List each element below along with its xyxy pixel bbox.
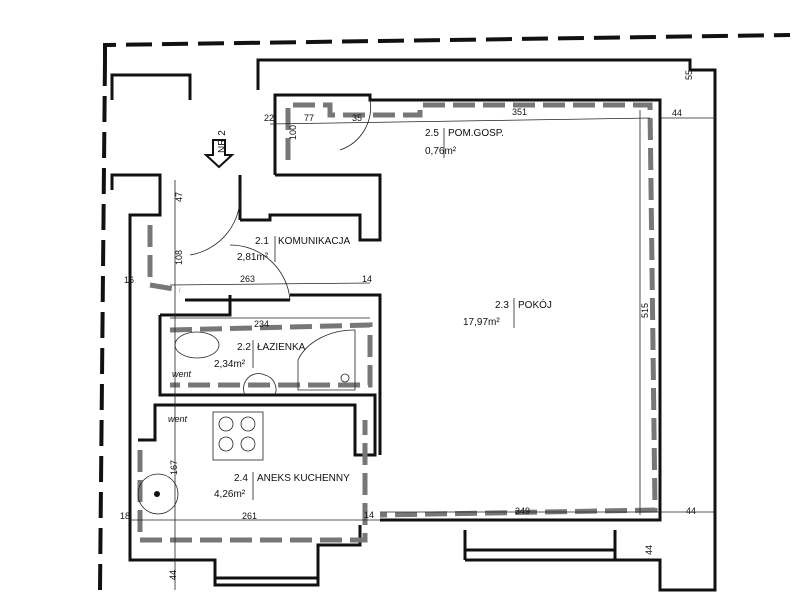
- dim: 22: [264, 113, 274, 123]
- room-area: 4,26m²: [214, 489, 246, 500]
- room-label-2.4: 2.4 ANEKS KUCHENNY 4,26m²: [214, 472, 350, 500]
- fixtures: [137, 329, 356, 515]
- dim: 234: [254, 319, 269, 329]
- room-area: 17,97m²: [463, 317, 500, 328]
- dim: 35: [352, 113, 362, 123]
- room-area: 2,81m²: [237, 252, 269, 263]
- room-name: ANEKS KUCHENNY: [257, 473, 350, 484]
- vent-label: went: [168, 414, 188, 424]
- dim: 77: [304, 113, 314, 123]
- interior-walls: [138, 93, 662, 522]
- room-name: POM.GOSP.: [448, 128, 504, 139]
- dim: 44: [168, 570, 178, 580]
- sink-icon: [243, 373, 277, 396]
- kitchen-sink-icon: [137, 473, 179, 515]
- dim: 108: [174, 250, 184, 265]
- room-number: 2.5: [425, 128, 439, 139]
- dim: 14: [364, 510, 374, 520]
- entrance-label: NR 2: [217, 130, 228, 153]
- dim: 349: [515, 506, 530, 516]
- dim: 47: [174, 192, 184, 202]
- room-number: 2.3: [495, 300, 509, 311]
- entrance-arrow-icon: NR 2: [203, 130, 235, 169]
- finish-lines: [137, 102, 658, 543]
- dimension-labels: 22 77 35 100 351 55 44 47 108 263 14 16 …: [120, 70, 696, 580]
- room-label-2.3: 2.3 POKÓJ 17,97m²: [463, 298, 552, 328]
- dim: 16: [124, 275, 134, 285]
- vent-label: went: [172, 369, 192, 379]
- dim: 263: [240, 274, 255, 284]
- toilet-icon: [174, 331, 220, 359]
- room-area: 2,34m²: [214, 359, 246, 370]
- room-name: ŁAZIENKA: [257, 342, 306, 353]
- dim: 18: [120, 511, 130, 521]
- room-name: POKÓJ: [518, 298, 552, 311]
- room-label-2.1: 2.1 KOMUNIKACJA 2,81m²: [237, 236, 351, 263]
- dim: 44: [686, 506, 696, 516]
- room-label-2.5: 2.5 POM.GOSP. 0,76m²: [425, 128, 504, 158]
- dimension-lines: [130, 99, 715, 590]
- room-number: 2.4: [234, 473, 248, 484]
- dim: 44: [672, 108, 682, 118]
- outer-boundary-top: [103, 33, 791, 60]
- dim: 167: [169, 460, 179, 475]
- stove-icon: [212, 411, 264, 461]
- room-label-2.2: 2.2 ŁAZIENKA 2,34m²: [214, 340, 306, 370]
- dim: 44: [644, 545, 654, 555]
- room-number: 2.1: [255, 236, 269, 247]
- dim: 515: [640, 303, 650, 318]
- dim: 351: [512, 107, 527, 117]
- dim: 55: [684, 70, 694, 80]
- shower-icon: [297, 329, 356, 391]
- dim: 14: [362, 274, 372, 284]
- room-area: 0,76m²: [425, 146, 457, 157]
- room-number: 2.2: [237, 342, 251, 353]
- dim: 100: [288, 125, 298, 140]
- outer-boundary-left: [98, 59, 107, 591]
- room-name: KOMUNIKACJA: [278, 236, 351, 247]
- exterior-walls: [110, 58, 717, 592]
- dim: 261: [242, 511, 257, 521]
